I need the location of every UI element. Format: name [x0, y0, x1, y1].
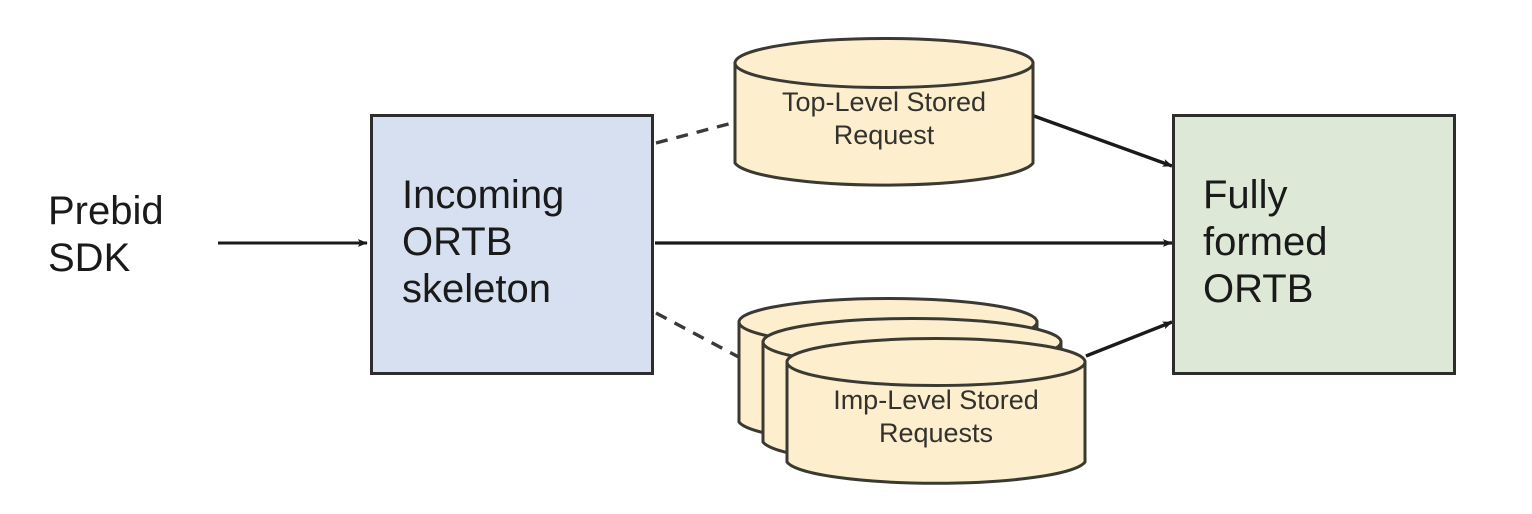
node-fully-formed-ortb[interactable]	[1172, 114, 1456, 375]
node-top-level-stored-request[interactable]	[733, 37, 1035, 187]
node-incoming-ortb-skeleton[interactable]	[370, 114, 654, 375]
node-label-incoming-ortb-skeleton: Incoming ORTB skeleton	[402, 173, 565, 311]
node-label-imp-level-stored-requests: Imp-Level Stored Requests	[833, 385, 1039, 448]
node-label-prebid-sdk: Prebid SDK	[48, 189, 164, 280]
node-label-fully-formed-ortb: Fully formed ORTB	[1203, 173, 1328, 311]
edge-top-stored-request-to-result	[1033, 114, 1173, 168]
edge-imp-stored-requests-to-result	[1085, 320, 1173, 358]
edge-skeleton-to-imp-stored-requests	[655, 311, 749, 364]
node-imp-level-stored-requests[interactable]	[737, 297, 1087, 485]
node-label-top-level-stored-request: Top-Level Stored Request	[781, 87, 987, 150]
edge-skeleton-to-top-stored-request	[655, 120, 737, 145]
cylinder-front	[785, 337, 1087, 485]
